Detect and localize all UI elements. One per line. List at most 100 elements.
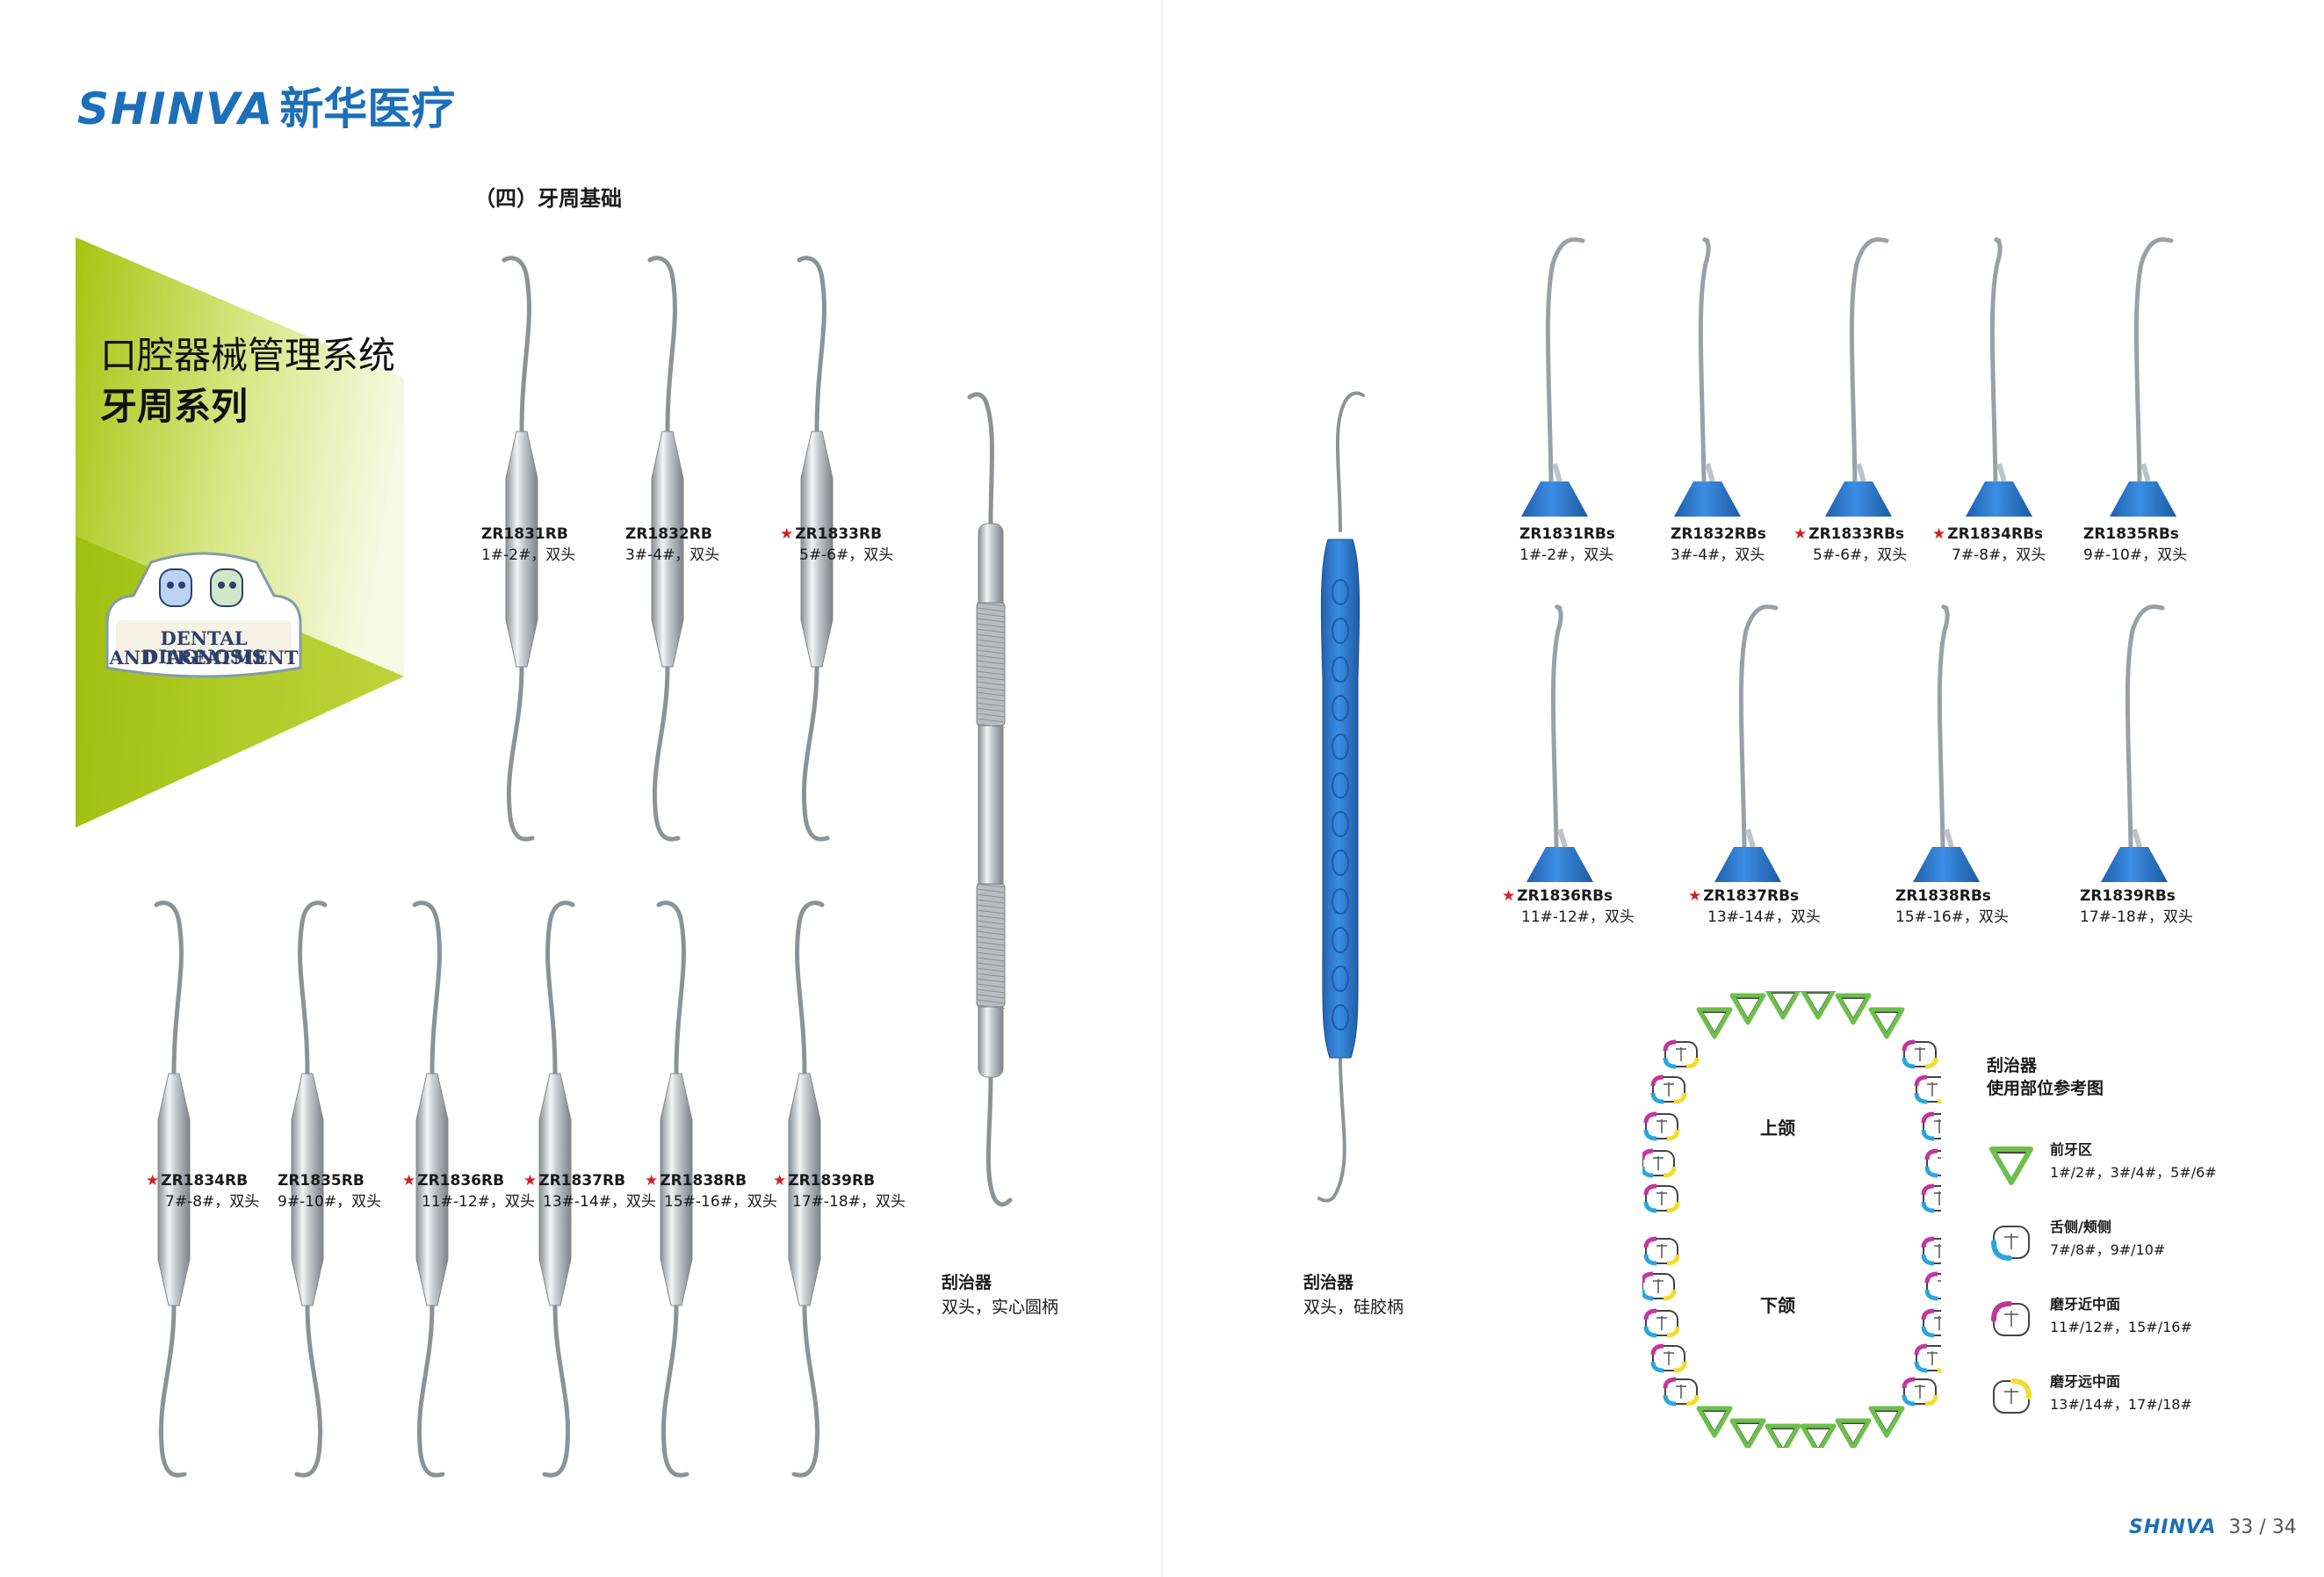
- knurled-steel-scaler: [967, 392, 1013, 1207]
- upper-jaw-label: 上颌: [1760, 1118, 1795, 1139]
- legend-tooth-icon: [1991, 1301, 2030, 1336]
- recommended-star-icon: ★: [1688, 887, 1702, 905]
- tooth-icon: [1902, 1377, 1938, 1407]
- banner-title-line1: 口腔器械管理系统: [100, 334, 396, 377]
- product-spec: 1#-2#，双头: [481, 546, 576, 564]
- rbs-scaler-instrument: [1825, 237, 1892, 517]
- product-spec: 7#-8#，双头: [1952, 546, 2046, 564]
- product-code-text: ZR1831RBs: [1519, 525, 1615, 543]
- product-code: ★ZR1837RBs: [1688, 886, 1821, 907]
- tooth-icon: [1643, 1308, 1680, 1338]
- product-code: ★ZR1833RBs: [1794, 524, 1907, 545]
- product-spec: 13#-14#，双头: [543, 1193, 656, 1211]
- product-code-text: ZR1839RB: [788, 1172, 876, 1190]
- product-spec: 15#-16#，双头: [1895, 908, 2009, 926]
- product-code: ★ZR1834RB: [146, 1170, 259, 1191]
- product-code-text: ZR1833RBs: [1808, 525, 1905, 543]
- legend-name: 舌侧/颊侧: [2050, 1219, 2111, 1235]
- steel-scaler-instrument: [647, 256, 684, 842]
- rbs-scaler-instrument: [1526, 604, 1593, 882]
- rbs-scaler-instrument: [2110, 237, 2176, 517]
- product-label: ZR1838RBs 15#-16#，双头: [1895, 886, 2009, 928]
- footer-brand: SHINVA: [2129, 1516, 2217, 1538]
- product-spec: 9#-10#，双头: [2083, 546, 2188, 564]
- product-code-text: ZR1831RB: [481, 525, 568, 543]
- badge-mascot-graphic: [105, 552, 302, 678]
- product-code: ★ZR1833RB: [780, 524, 893, 545]
- product-code: ★ZR1838RB: [645, 1170, 777, 1191]
- product-code: ZR1832RB: [625, 524, 719, 545]
- product-code: ZR1835RB: [278, 1170, 381, 1191]
- product-code: ★ZR1834RBs: [1932, 524, 2046, 545]
- tooth-icon: [1765, 1423, 1801, 1448]
- tooth-icon: [1642, 1148, 1677, 1178]
- tooth-icon: [1921, 1308, 1941, 1338]
- steel-scaler-instrument: [154, 901, 191, 1478]
- tooth-icon: [1650, 1343, 1687, 1373]
- tooth-icon: [1921, 1111, 1941, 1141]
- tooth-icon: [1868, 1007, 1905, 1039]
- silicone-scaler-caption: 刮治器 双头，硅胶柄: [1303, 1270, 1404, 1320]
- tooth-icon: [1663, 1039, 1700, 1069]
- product-spec: 5#-6#，双头: [799, 546, 894, 564]
- product-spec: 13#-14#，双头: [1707, 908, 1821, 926]
- legend-tooth-icon: [1991, 1226, 2030, 1261]
- product-code: ★ZR1836RBs: [1502, 886, 1635, 907]
- rbs-scaler-instrument: [1714, 604, 1781, 882]
- product-code-text: ZR1834RB: [161, 1172, 249, 1190]
- banner-graphic: [76, 237, 404, 828]
- rbs-scaler-instrument: [1674, 237, 1741, 517]
- legend-name: 前牙区: [2050, 1141, 2093, 1158]
- product-code-text: ZR1836RBs: [1517, 887, 1613, 905]
- tooth-icon: [1643, 1183, 1680, 1213]
- rbs-scaler-instrument: [1966, 237, 2032, 517]
- product-code-text: ZR1835RB: [278, 1172, 364, 1190]
- product-code-text: ZR1838RBs: [1895, 887, 1991, 905]
- recommended-star-icon: ★: [1794, 525, 1808, 543]
- dental-badge: DENTAL DIAGNOSIS AND TREATMENT: [98, 545, 309, 685]
- silicone-scaler-desc: 双头，硅胶柄: [1303, 1298, 1404, 1317]
- product-code: ★ZR1839RB: [773, 1170, 906, 1191]
- recommended-star-icon: ★: [1932, 525, 1946, 543]
- product-spec: 9#-10#，双头: [278, 1193, 382, 1211]
- brand-logo-text: SHINVA: [77, 83, 275, 134]
- rbs-scaler-instrument: [1521, 237, 1588, 517]
- tooth-icon: [1835, 1418, 1872, 1448]
- page-number: 33 / 34: [2228, 1516, 2297, 1538]
- recommended-star-icon: ★: [146, 1172, 160, 1190]
- tooth-icon: [1729, 993, 1766, 1025]
- product-label: ZR1831RBs 1#-2#，双头: [1519, 524, 1615, 566]
- dental-arch-diagram: [1642, 991, 1941, 1448]
- product-spec: 1#-2#，双头: [1519, 546, 1614, 564]
- reference-title-line1: 刮治器: [1987, 1056, 2038, 1075]
- tooth-icon: [1765, 991, 1801, 1020]
- tooth-icon: [1921, 1236, 1941, 1266]
- product-code: ZR1835RBs: [2083, 524, 2187, 545]
- recommended-star-icon: ★: [780, 525, 794, 543]
- legend-name: 磨牙远中面: [2050, 1373, 2121, 1390]
- product-spec: 3#-4#，双头: [1671, 546, 1765, 564]
- silicone-scaler-name: 刮治器: [1303, 1273, 1354, 1292]
- product-spec: 11#-12#，双头: [1521, 908, 1635, 926]
- legend-text: 前牙区 1#/2#，3#/4#，5#/6#: [2050, 1139, 2217, 1184]
- legend-desc: 1#/2#，3#/4#，5#/6#: [2050, 1164, 2217, 1181]
- legend-name: 磨牙近中面: [2050, 1296, 2121, 1313]
- badge-text-line2: AND TREATMENT: [109, 647, 299, 669]
- steel-scaler-instrument: [656, 901, 693, 1478]
- steel-scaler-instrument: [538, 901, 575, 1478]
- reference-title-line2: 使用部位参考图: [1987, 1079, 2104, 1098]
- tooth-icon: [1643, 1236, 1680, 1266]
- tooth-icon: [1642, 1271, 1677, 1301]
- product-code-text: ZR1837RBs: [1703, 887, 1800, 905]
